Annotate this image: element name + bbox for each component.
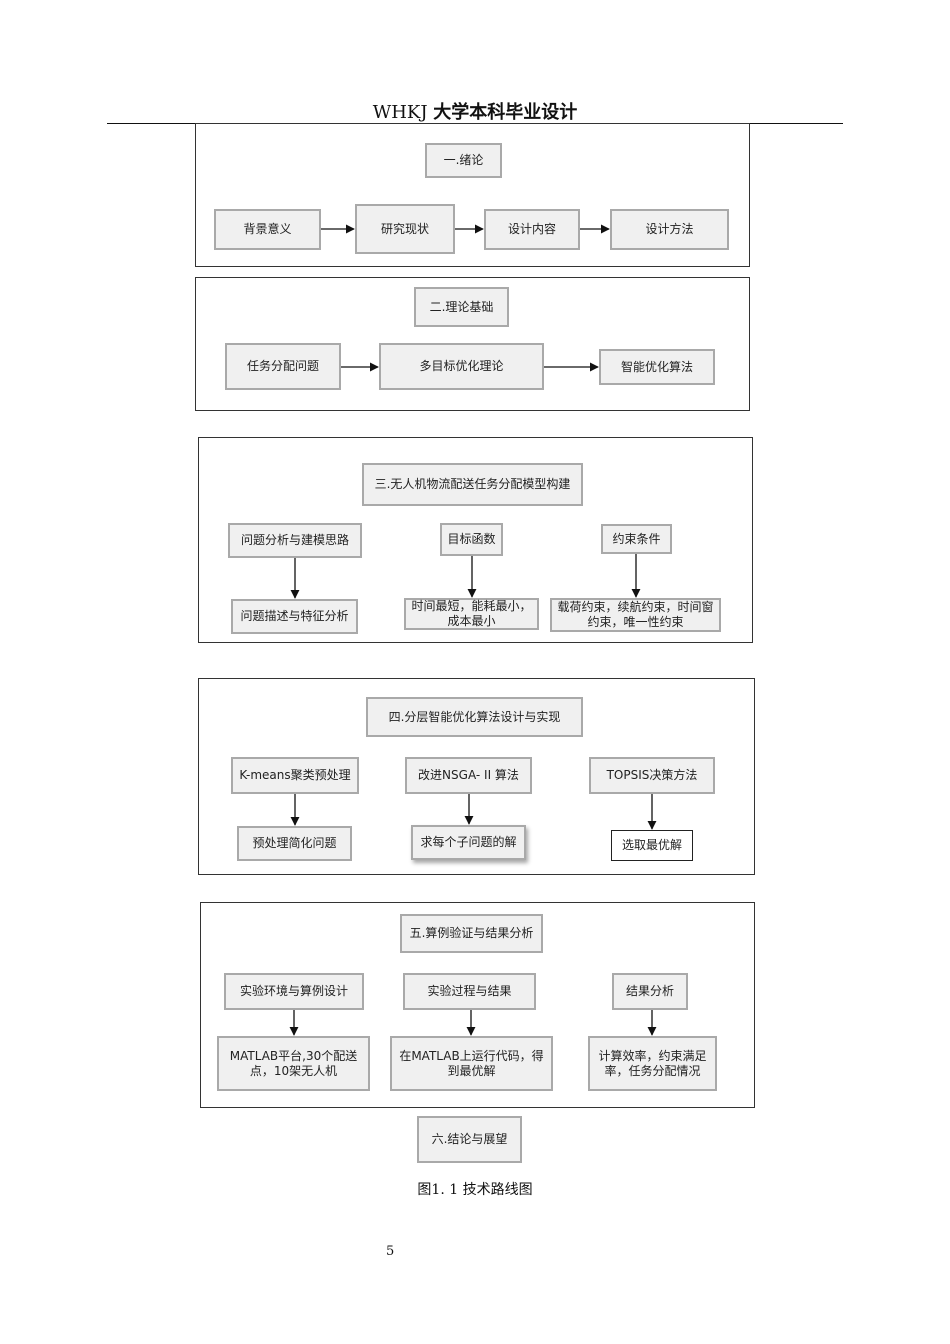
page-header: WHKJ 大学本科毕业设计 [0, 98, 950, 124]
node-intelligent-algorithm: 智能优化算法 [599, 349, 715, 385]
node-topsis: TOPSIS决策方法 [589, 757, 715, 794]
node-constraints: 约束条件 [601, 524, 672, 554]
section-4-title: 四.分层智能优化算法设计与实现 [366, 697, 583, 737]
header-title: 大学本科毕业设计 [433, 102, 578, 123]
node-select-optimal: 选取最优解 [611, 830, 693, 861]
node-matlab-run: 在MATLAB上运行代码，得到最优解 [390, 1036, 553, 1091]
section-1-title: 一.绪论 [425, 143, 502, 178]
node-kmeans-preprocess: K-means聚类预处理 [231, 757, 359, 794]
section-3-title: 三.无人机物流配送任务分配模型构建 [362, 463, 583, 506]
node-solve-subproblems: 求每个子问题的解 [411, 825, 526, 860]
section-2-title: 二.理论基础 [414, 287, 509, 327]
node-efficiency-analysis: 计算效率，约束满足率，任务分配情况 [588, 1036, 717, 1091]
node-preprocess-simplify: 预处理简化问题 [237, 826, 352, 861]
node-constraint-detail: 载荷约束，续航约束，时间窗约束，唯一性约束 [550, 598, 721, 632]
node-multiobjective-theory: 多目标优化理论 [379, 343, 544, 390]
node-design-content: 设计内容 [484, 209, 580, 250]
page-number: 5 [386, 1244, 395, 1259]
node-problem-analysis: 问题分析与建模思路 [228, 523, 362, 558]
node-background-significance: 背景意义 [214, 209, 321, 250]
node-objective-detail: 时间最短，能耗最小，成本最小 [404, 598, 539, 630]
node-result-analysis: 结果分析 [612, 973, 688, 1010]
node-matlab-platform: MATLAB平台,30个配送点，10架无人机 [217, 1036, 370, 1091]
header-prefix: WHKJ [372, 102, 428, 123]
node-experiment-setup: 实验环境与算例设计 [224, 973, 364, 1010]
node-experiment-process: 实验过程与结果 [403, 973, 536, 1010]
node-task-allocation: 任务分配问题 [225, 343, 341, 390]
node-research-status: 研究现状 [355, 204, 455, 254]
node-objective-function: 目标函数 [440, 523, 503, 556]
node-problem-description: 问题描述与特征分析 [231, 599, 358, 634]
section-5-title: 五.算例验证与结果分析 [400, 914, 543, 953]
section-6-title: 六.结论与展望 [417, 1116, 522, 1163]
node-design-method: 设计方法 [610, 209, 729, 250]
figure-caption: 图1. 1 技术路线图 [417, 1182, 533, 1198]
node-improved-nsga2: 改进NSGA- II 算法 [405, 757, 532, 794]
